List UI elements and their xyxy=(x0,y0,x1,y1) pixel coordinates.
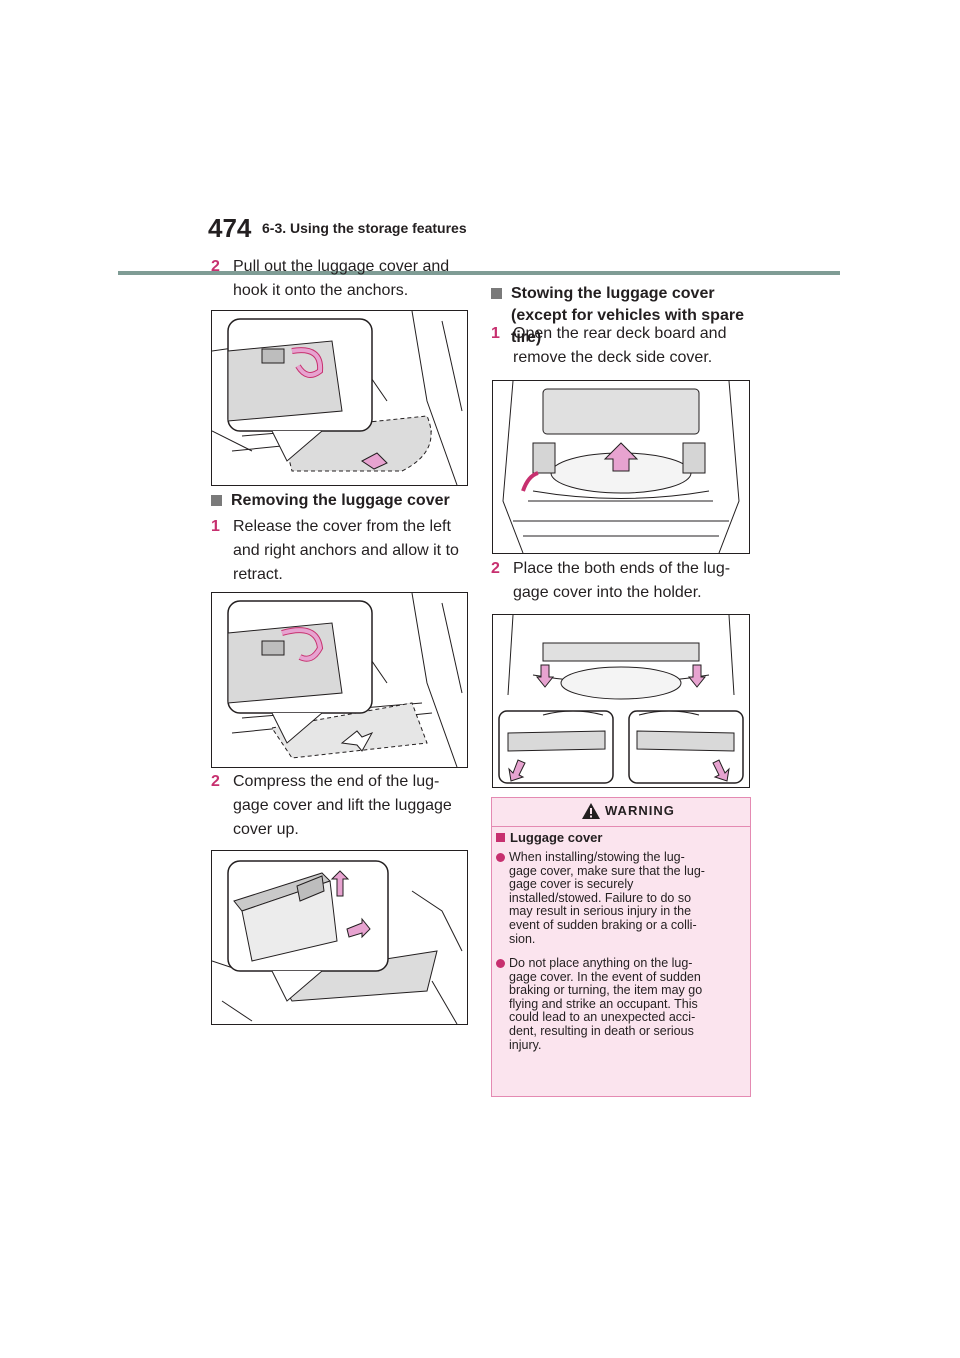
warning-bullet: Do not place anything on the lug- gage c… xyxy=(496,956,742,1052)
step-1-release: 1 Release the cover from the left and ri… xyxy=(211,515,471,587)
step-2-pull-out: 2 Pull out the luggage cover and hook it… xyxy=(211,255,471,303)
section-title: 6-3. Using the storage features xyxy=(262,220,467,236)
subheading-square-icon xyxy=(496,833,505,842)
step-1-open-deck: 1 Open the rear deck board and remove th… xyxy=(491,322,751,370)
step-number: 2 xyxy=(211,773,220,790)
illustration-hook-cover xyxy=(211,310,468,486)
step-text: Pull out the luggage cover and hook it o… xyxy=(233,258,450,299)
bullet-dot-icon xyxy=(496,853,505,862)
lift-cover-drawing xyxy=(212,860,463,1024)
warning-bullet-text: When installing/stowing the lug- gage co… xyxy=(509,850,705,946)
step-number: 1 xyxy=(491,325,500,342)
step-text: Open the rear deck board and remove the … xyxy=(513,325,727,366)
step-2-place-holder: 2 Place the both ends of the lug-gage co… xyxy=(491,557,751,605)
heading-stowing-cover: Stowing the luggage cover (except for ve… xyxy=(491,283,751,349)
heading-text: Removing the luggage cover xyxy=(231,492,450,509)
heading-square-icon xyxy=(211,495,222,506)
step-number: 1 xyxy=(211,518,220,535)
step-2-compress: 2 Compress the end of the lug-gage cover… xyxy=(211,770,471,842)
header-divider xyxy=(118,271,840,275)
warning-subheading-text: Luggage cover xyxy=(510,830,603,845)
step-number: 2 xyxy=(211,258,220,275)
bullet-dot-icon xyxy=(496,959,505,968)
page-number: 474 xyxy=(208,213,252,243)
illustration-lift-cover xyxy=(211,850,468,1025)
illustration-open-deck xyxy=(492,380,750,554)
warning-subheading: Luggage cover xyxy=(496,830,602,845)
illustration-release-cover xyxy=(211,592,468,768)
step-number: 2 xyxy=(491,560,500,577)
warning-box: WARNING Luggage cover When installing/st… xyxy=(491,797,751,1097)
release-cover-drawing xyxy=(227,593,463,767)
warning-bullet: When installing/stowing the lug- gage co… xyxy=(496,850,742,946)
open-deck-drawing xyxy=(502,381,740,553)
place-holder-drawing xyxy=(498,615,744,784)
step-text: Release the cover from the left and righ… xyxy=(233,518,459,583)
step-text: Compress the end of the lug-gage cover a… xyxy=(233,773,452,838)
heading-square-icon xyxy=(491,288,502,299)
illustration-place-holder xyxy=(492,614,750,788)
warning-triangle-icon xyxy=(582,803,600,819)
warning-title: WARNING xyxy=(605,803,675,818)
heading-removing-cover: Removing the luggage cover xyxy=(211,490,471,512)
step-text: Place the both ends of the lug-gage cove… xyxy=(513,560,731,601)
warning-header: WARNING xyxy=(492,798,750,827)
warning-bullet-text: Do not place anything on the lug- gage c… xyxy=(509,956,703,1052)
hook-cover-drawing xyxy=(212,311,463,485)
heading-text: Stowing the luggage cover (except for ve… xyxy=(511,285,744,346)
